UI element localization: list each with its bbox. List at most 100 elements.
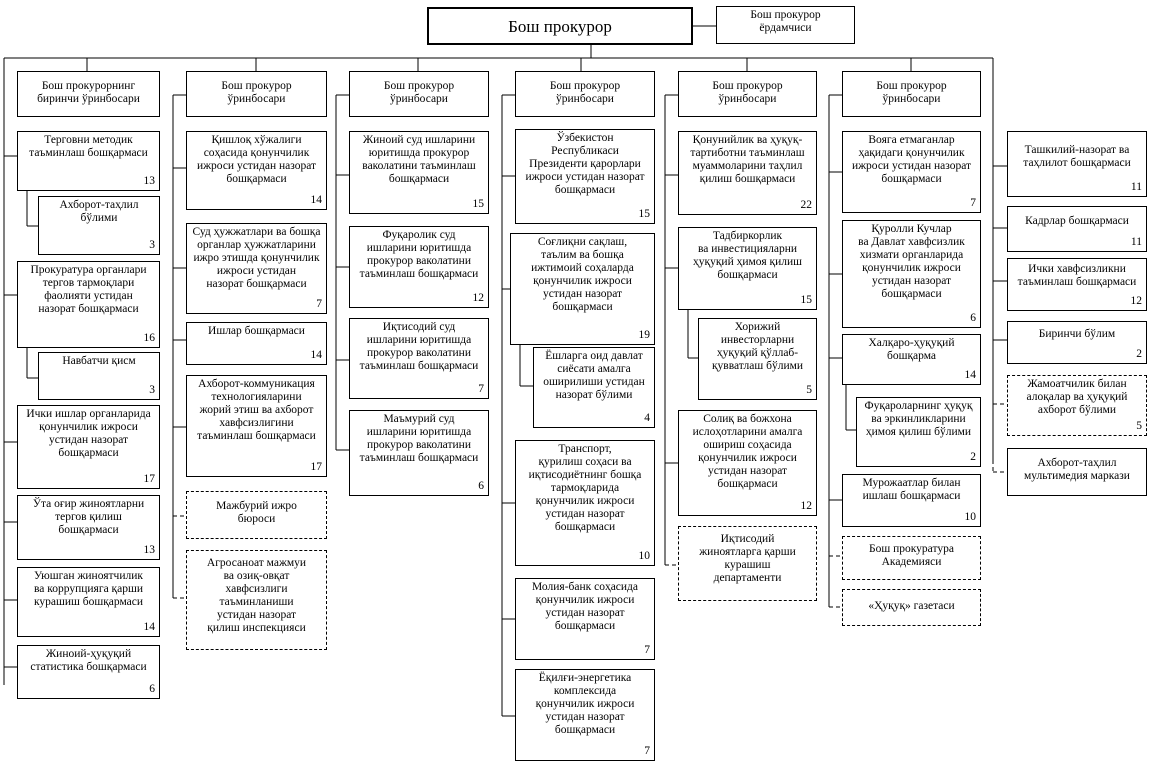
column-2-unit: Ахборот-коммуникация технологияларини жо… [186,375,327,477]
unit-label: Ахборот-коммуникация технологияларини жо… [197,378,316,442]
column-3-unit: Маъмурий суд ишларини юритишда прокурор … [349,410,489,496]
unit-count: 4 [644,412,650,424]
prosecutor-general-label: Бош прокурор [508,17,612,36]
unit-count: 15 [638,208,651,220]
column-1-head: Бош прокурорнинг биринчи ўринбосари [17,71,160,117]
column-2-head-label: Бош прокурор ўринбосари [221,80,292,105]
column-1-unit: Прокуратура органлари тергов тармоқлари … [17,261,160,348]
unit-label: Суд ҳужжатлари ва бошқа органлар ҳужжатл… [192,226,321,290]
column-5-unit-dashed: Иқтисодий жиноятларга қарши курашиш депа… [678,526,817,601]
unit-label: Хорижий инвесторларни ҳуқуқий қўллаб- қу… [711,321,804,372]
unit-label: Навбатчи қисм [62,355,136,367]
column-5-unit: Қонунийлик ва ҳуқуқ- тартиботни таъминла… [678,131,817,215]
column-4-unit: Ёқилғи-энергетика комплексида қонунчилик… [515,669,655,761]
unit-label: Халқаро-ҳуқуқий бошқарма [868,337,955,362]
column-3-unit: Иқтисодий суд ишларини юритишда прокурор… [349,318,489,399]
unit-label: Ички ишлар органларида қонунчилик ижроси… [26,408,151,459]
column-6-head-label: Бош прокурор ўринбосари [876,80,947,105]
unit-label: Кадрлар бошқармаси [1025,215,1129,227]
unit-count: 14 [143,621,156,633]
column-2-unit: Ишлар бошқармаси 14 [186,322,327,365]
unit-label: Қуролли Кучлар ва Давлат хавфсизлик хизм… [858,223,965,300]
unit-count: 3 [149,239,155,251]
column-1-unit: Уюшган жиноятчилик ва коррупцияга қарши … [17,567,160,637]
unit-label: Қонунийлик ва ҳуқуқ- тартиботни таъминла… [690,134,805,185]
unit-count: 7 [478,383,484,395]
unit-label: Транспорт, қурилиш соҳаси ва иқтисодиётн… [528,443,642,533]
unit-label: Ахборот-таҳлил мультимедия маркази [1024,457,1130,482]
unit-label: Фуқароларнинг ҳуқуқ ва эркинликларини ҳи… [864,400,973,438]
column-3-head-label: Бош прокурор ўринбосари [383,80,455,105]
unit-label: Қишлоқ хўжалиги соҳасида қонунчилик ижро… [196,134,317,185]
column-1-unit: Ички ишлар органларида қонунчилик ижроси… [17,405,160,489]
unit-label: Бош прокуратура Академияси [869,543,954,568]
unit-label: Ўта оғир жиноятларни тергов қилиш бошқар… [32,498,145,536]
column-5-unit: Хорижий инвесторларни ҳуқуқий қўллаб- қу… [698,318,817,400]
unit-count: 16 [143,332,156,344]
column-1-head-label: Бош прокурорнинг биринчи ўринбосари [37,80,140,105]
unit-label: Вояга етмаганлар ҳақидаги қонунчилик ижр… [851,134,972,185]
column-2-unit: Қишлоқ хўжалиги соҳасида қонунчилик ижро… [186,131,327,210]
column-4-unit: Ўзбекистон Республикаси Президенти қарор… [515,129,655,224]
unit-label: Ички хавфсизликни таъминлаш бошқармаси [1017,263,1137,288]
unit-count: 11 [1130,181,1142,193]
unit-count: 15 [472,198,485,210]
column-1-unit: Навбатчи қисм 3 [38,352,160,400]
column-3-head: Бош прокурор ўринбосари [349,71,489,117]
unit-label: Соғлиқни сақлаш, таълим ва бошқа ижтимои… [531,236,634,313]
assistant-label: Бош прокурор ёрдамчиси [750,9,821,34]
unit-count: 13 [143,544,156,556]
column-2-head: Бош прокурор ўринбосари [186,71,327,117]
unit-count: 7 [316,298,322,310]
unit-label: Иқтисодий жиноятларга қарши курашиш депа… [699,533,796,584]
unit-count: 6 [478,480,484,492]
unit-count: 11 [1130,236,1142,248]
column-2-unit-dashed: Агросаноат мажмуи ва озиқ-овқат хавфсизл… [186,550,327,650]
unit-label: Ёшларга оид давлат сиёсати амалга оширил… [543,350,645,401]
unit-count: 6 [149,683,155,695]
unit-count: 3 [149,384,155,396]
unit-count: 12 [472,292,485,304]
column-5-head: Бош прокурор ўринбосари [678,71,817,117]
unit-label: Ташкилий-назорат ва таҳлилот бошқармаси [1023,144,1131,169]
unit-count: 22 [800,199,813,211]
column-7-unit: Ахборот-таҳлил мультимедия маркази [1007,448,1147,496]
unit-label: Молия-банк соҳасида қонунчилик ижроси ус… [531,581,639,632]
unit-count: 14 [964,369,977,381]
unit-count: 12 [1130,295,1143,307]
column-2-unit-dashed: Мажбурий ижро бюроси [186,491,327,539]
unit-count: 5 [1136,420,1142,432]
unit-count: 13 [143,175,156,187]
column-5-unit: Солиқ ва божхона ислоҳотларини амалга ош… [678,410,817,516]
column-4-unit: Соғлиқни сақлаш, таълим ва бошқа ижтимои… [510,233,655,345]
unit-count: 17 [310,461,323,473]
unit-label: «Ҳуқуқ» газетаси [868,600,955,612]
unit-count: 7 [644,644,650,656]
column-4-head: Бош прокурор ўринбосари [515,71,655,117]
column-1-unit: Ўта оғир жиноятларни тергов қилиш бошқар… [17,495,160,560]
unit-label: Солиқ ва божхона ислоҳотларини амалга ош… [692,413,803,490]
unit-label: Мурожаатлар билан ишлаш бошқармаси [862,477,961,502]
unit-count: 17 [143,473,156,485]
unit-count: 7 [970,197,976,209]
unit-label: Ёқилғи-энергетика комплексида қонунчилик… [535,672,635,736]
unit-label: Агросаноат мажмуи ва озиқ-овқат хавфсизл… [206,557,307,634]
column-3-unit: Жиноий суд ишларини юритишда прокурор ва… [349,131,489,214]
column-6-unit-dashed: «Ҳуқуқ» газетаси [842,589,981,626]
unit-label: Уюшган жиноятчилик ва коррупцияга қарши … [33,570,144,608]
unit-count: 5 [806,384,812,396]
unit-label: Ишлар бошқармаси [208,325,305,337]
column-4-head-label: Бош прокурор ўринбосари [549,80,621,105]
column-3-unit: Фуқаролик суд ишларини юритишда прокурор… [349,226,489,308]
unit-count: 14 [310,349,323,361]
unit-label: Иқтисодий суд ишларини юритишда прокурор… [359,321,479,372]
column-1-unit: Ахборот-таҳлил бўлими 3 [38,196,160,255]
unit-count: 12 [800,500,813,512]
unit-label: Ахборот-таҳлил бўлими [59,199,139,224]
column-6-unit: Қуролли Кучлар ва Давлат хавфсизлик хизм… [842,220,981,328]
unit-label: Ўзбекистон Республикаси Президенти қарор… [525,132,645,196]
